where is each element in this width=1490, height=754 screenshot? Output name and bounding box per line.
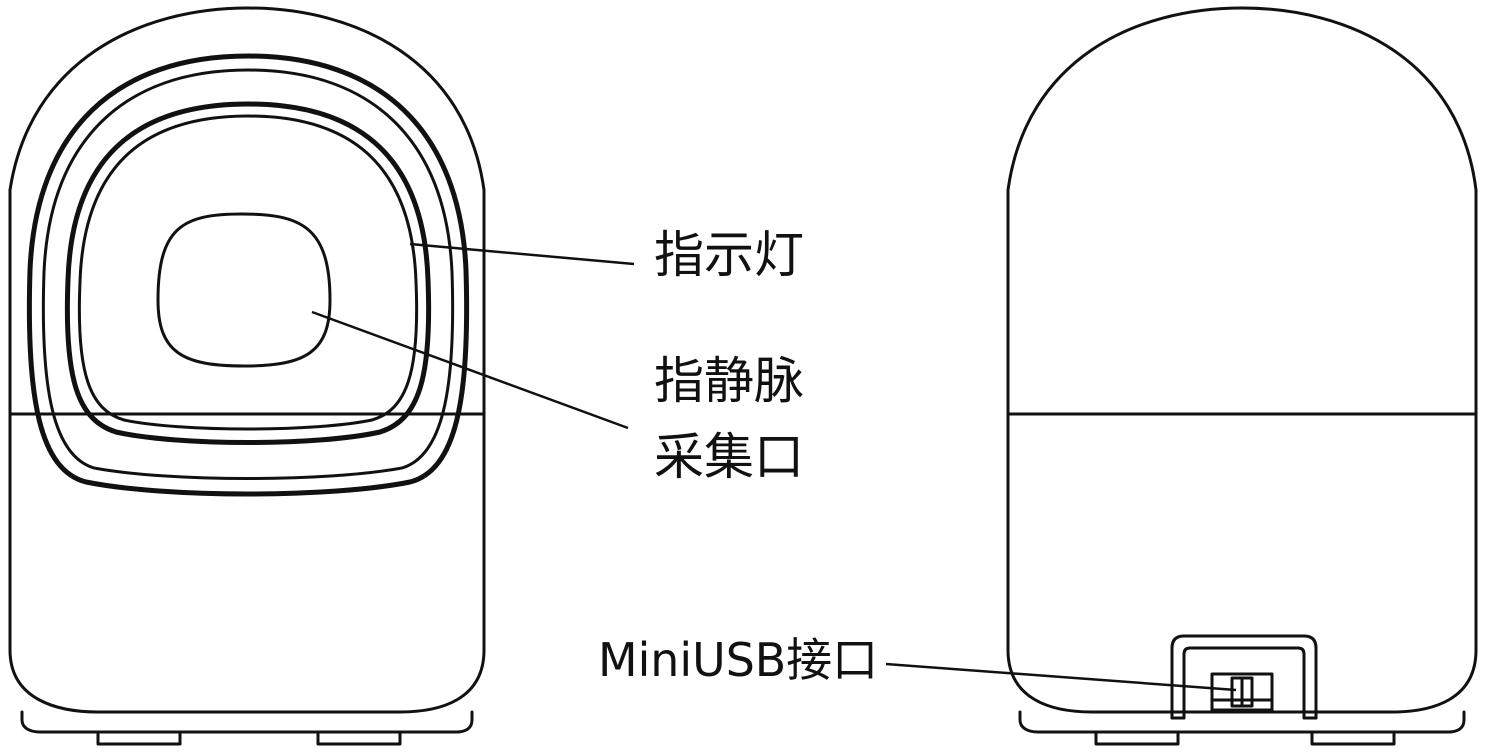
usb-recess-inner <box>1182 646 1306 720</box>
front-window-outer <box>64 101 432 445</box>
front-bezel-outer-inner <box>41 68 455 480</box>
label-indicator-light: 指示灯 <box>654 226 804 284</box>
back-base-plate <box>1018 710 1466 734</box>
back-foot-left <box>1094 730 1180 746</box>
leader-mini-usb <box>885 662 1237 692</box>
label-mini-usb-port: MiniUSB接口 <box>598 633 878 687</box>
back-housing-outline <box>1006 6 1478 714</box>
front-foot-left <box>96 730 182 746</box>
back-foot-right <box>1310 730 1396 746</box>
label-finger-vein-line1: 指静脉 <box>654 352 804 410</box>
leader-indicator-light <box>409 242 635 266</box>
mini-usb-port <box>1210 672 1274 712</box>
front-window-inner <box>77 114 419 431</box>
front-foot-right <box>316 730 402 746</box>
usb-recess-outer <box>1170 634 1318 720</box>
leader-finger-vein <box>311 310 629 430</box>
back-view <box>1006 6 1478 746</box>
front-view <box>8 6 486 746</box>
front-base-plate <box>20 710 474 734</box>
finger-vein-capture-port <box>156 212 332 368</box>
front-bezel-outer <box>26 53 470 497</box>
label-finger-vein-line2: 采集口 <box>654 428 804 486</box>
front-housing-outline <box>8 6 486 714</box>
mini-usb-port-tongue <box>1230 676 1254 708</box>
